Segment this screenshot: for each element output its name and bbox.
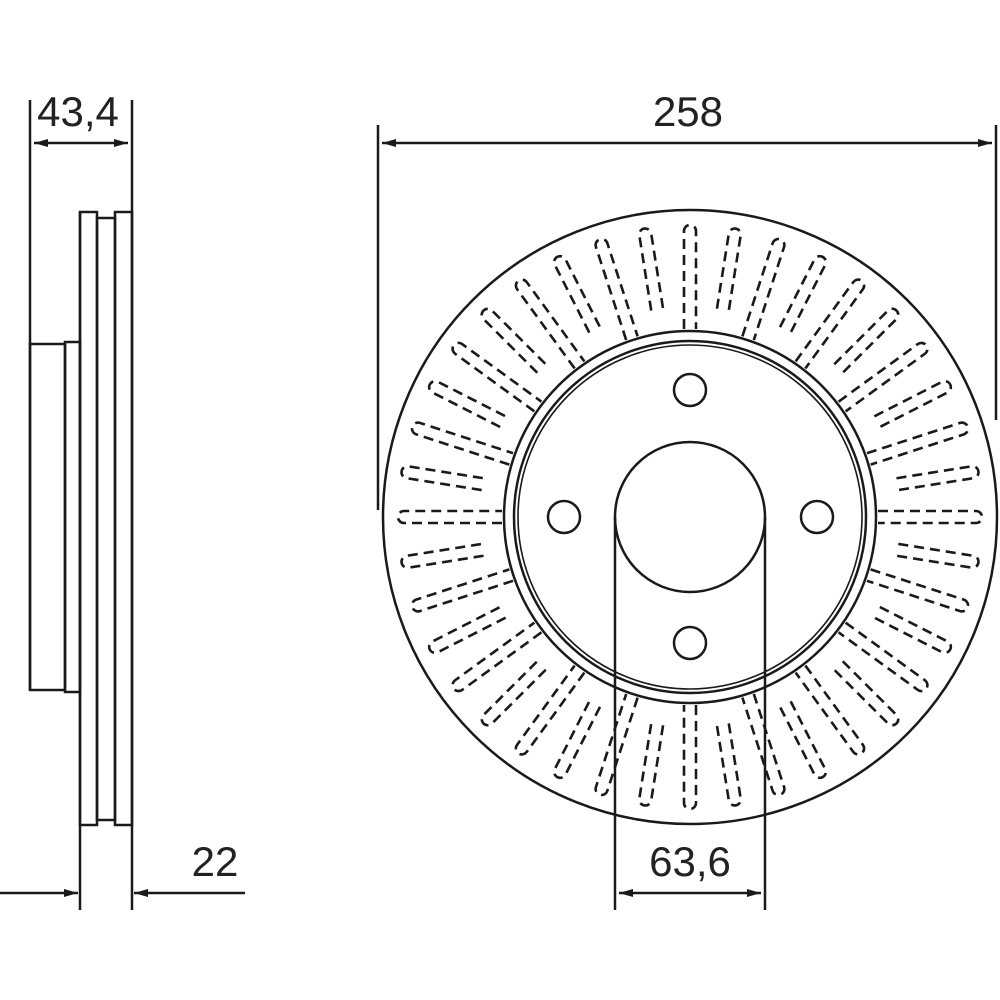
cooling-vent — [837, 341, 929, 413]
cooling-vent — [480, 660, 547, 727]
cooling-vent — [552, 254, 602, 334]
cooling-vent — [873, 379, 953, 429]
dimension-label-bore: 63,6 — [649, 838, 731, 885]
disc-plate-inner — [78, 210, 99, 827]
side-view: 43,4 22 — [0, 88, 245, 910]
cooling-vent — [427, 379, 507, 429]
cooling-vent — [873, 605, 953, 655]
cooling-vent — [410, 421, 514, 466]
dimension-label-height: 43,4 — [37, 88, 119, 135]
cooling-vent — [866, 568, 970, 613]
cooling-vent — [837, 621, 929, 693]
friction-ring-inner-edge — [502, 329, 878, 705]
disc-plate-outer — [113, 210, 134, 827]
cooling-vent — [396, 509, 502, 525]
cooling-vent — [638, 723, 665, 807]
cooling-vent — [427, 605, 507, 655]
cooling-vent — [741, 237, 786, 341]
hub-flange — [63, 340, 82, 694]
hat-outer-edge — [512, 339, 868, 695]
cooling-vent — [896, 542, 980, 569]
cooling-vent — [594, 693, 639, 797]
cooling-vent — [682, 705, 698, 811]
bolt-hole — [672, 625, 708, 661]
cooling-vent — [778, 700, 828, 780]
cooling-vent — [552, 700, 602, 780]
dimension-label-thickness: 22 — [192, 838, 239, 885]
cooling-vent — [451, 341, 543, 413]
cooling-vent — [638, 227, 665, 311]
cooling-vent — [594, 237, 639, 341]
hub-section — [28, 342, 67, 692]
dimension-label-diameter: 258 — [653, 88, 723, 135]
hat-inner-edge — [517, 344, 863, 690]
front-view: 258 63,6 — [376, 88, 999, 910]
cooling-vent — [400, 542, 484, 569]
disc-outer-edge — [381, 208, 999, 826]
cooling-vent — [480, 307, 547, 374]
cooling-vent — [400, 465, 484, 492]
cooling-vent — [451, 621, 543, 693]
cooling-vent — [866, 421, 970, 466]
cooling-vent — [715, 723, 742, 807]
cooling-vent — [682, 223, 698, 329]
center-bore — [613, 440, 767, 594]
cooling-vent — [833, 660, 900, 727]
cooling-vent — [715, 227, 742, 311]
cooling-vents — [396, 223, 984, 811]
cooling-vent — [514, 664, 586, 756]
cooling-vent — [778, 254, 828, 334]
bolt-hole — [799, 499, 835, 535]
bolt-hole — [546, 499, 582, 535]
cooling-vent — [833, 307, 900, 374]
disc-vent-core — [95, 216, 117, 822]
cooling-vent — [878, 509, 984, 525]
cooling-vent — [410, 568, 514, 613]
cooling-vent — [741, 693, 786, 797]
cooling-vent — [794, 664, 866, 756]
cooling-vent — [896, 465, 980, 492]
cooling-vent — [794, 278, 866, 370]
cooling-vent — [514, 278, 586, 370]
bolt-hole — [672, 372, 708, 408]
